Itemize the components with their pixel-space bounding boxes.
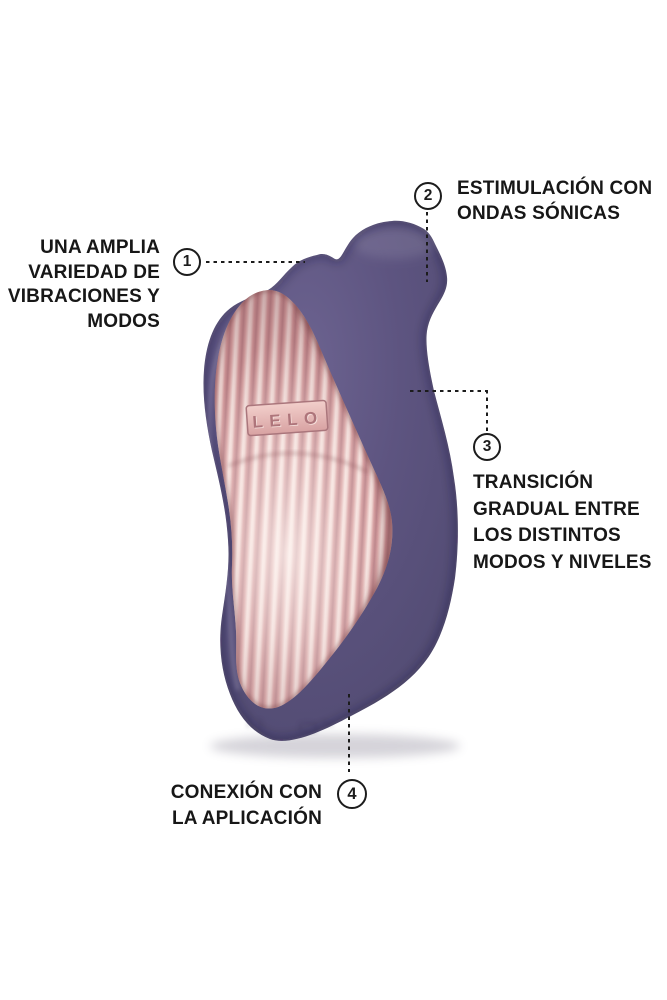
device-ground-shadow: [210, 734, 460, 758]
callout-2-number: 2: [423, 187, 433, 204]
brand-text-emboss: LELO: [253, 409, 325, 433]
callout-3-number: 3: [482, 438, 492, 455]
callout-3-label: TRANSICIÓN GRADUAL ENTRE LOS DISTINTOS M…: [473, 470, 652, 576]
callout-1-connector-line: [206, 261, 305, 263]
brand-text: LELO: [252, 408, 324, 432]
callout-4-connector-line: [348, 694, 350, 772]
callout-1-number: 1: [182, 253, 192, 270]
callout-3-line: MODOS Y NIVELES: [473, 551, 652, 573]
callout-3-line: GRADUAL ENTRE: [473, 498, 640, 520]
callout-4-line: LA APLICACIÓN: [171, 807, 322, 829]
callout-3-line: TRANSICIÓN: [473, 472, 594, 493]
callout-4-line: CONEXIÓN CON: [170, 782, 322, 803]
callout-2-line: ONDAS SÓNICAS: [457, 202, 621, 224]
callout-2-number-badge: 2: [414, 182, 442, 210]
engraving-marks: [244, 713, 334, 733]
callout-4-label: CONEXIÓN CON LA APLICACIÓN: [171, 780, 322, 831]
callout-4-number: 4: [347, 784, 357, 803]
callout-3-connector-line-v: [486, 390, 488, 431]
callout-1-label: UNA AMPLIA VARIEDAD DE VIBRACIONES Y MOD…: [8, 236, 160, 334]
callout-1-line: VIBRACIONES Y: [7, 286, 160, 307]
callout-1-line: MODOS: [87, 310, 160, 332]
callout-3-connector-line-h: [410, 390, 488, 392]
callout-1-line: VARIEDAD DE: [28, 261, 160, 283]
callout-3-line: LOS DISTINTOS: [473, 525, 621, 546]
callout-2-connector-line: [426, 212, 428, 282]
face-seam: [227, 451, 369, 474]
callout-4-number-badge: 4: [337, 779, 367, 809]
callout-1-number-badge: 1: [173, 248, 201, 276]
lelo-logo-plate: LELO LELO: [245, 399, 329, 437]
callout-1-line: UNA AMPLIA: [40, 237, 160, 258]
callout-2-line: ESTIMULACIÓN CON: [457, 178, 653, 199]
callout-2-label: ESTIMULACIÓN CON ONDAS SÓNICAS: [457, 177, 652, 226]
callout-3-number-badge: 3: [473, 433, 501, 461]
